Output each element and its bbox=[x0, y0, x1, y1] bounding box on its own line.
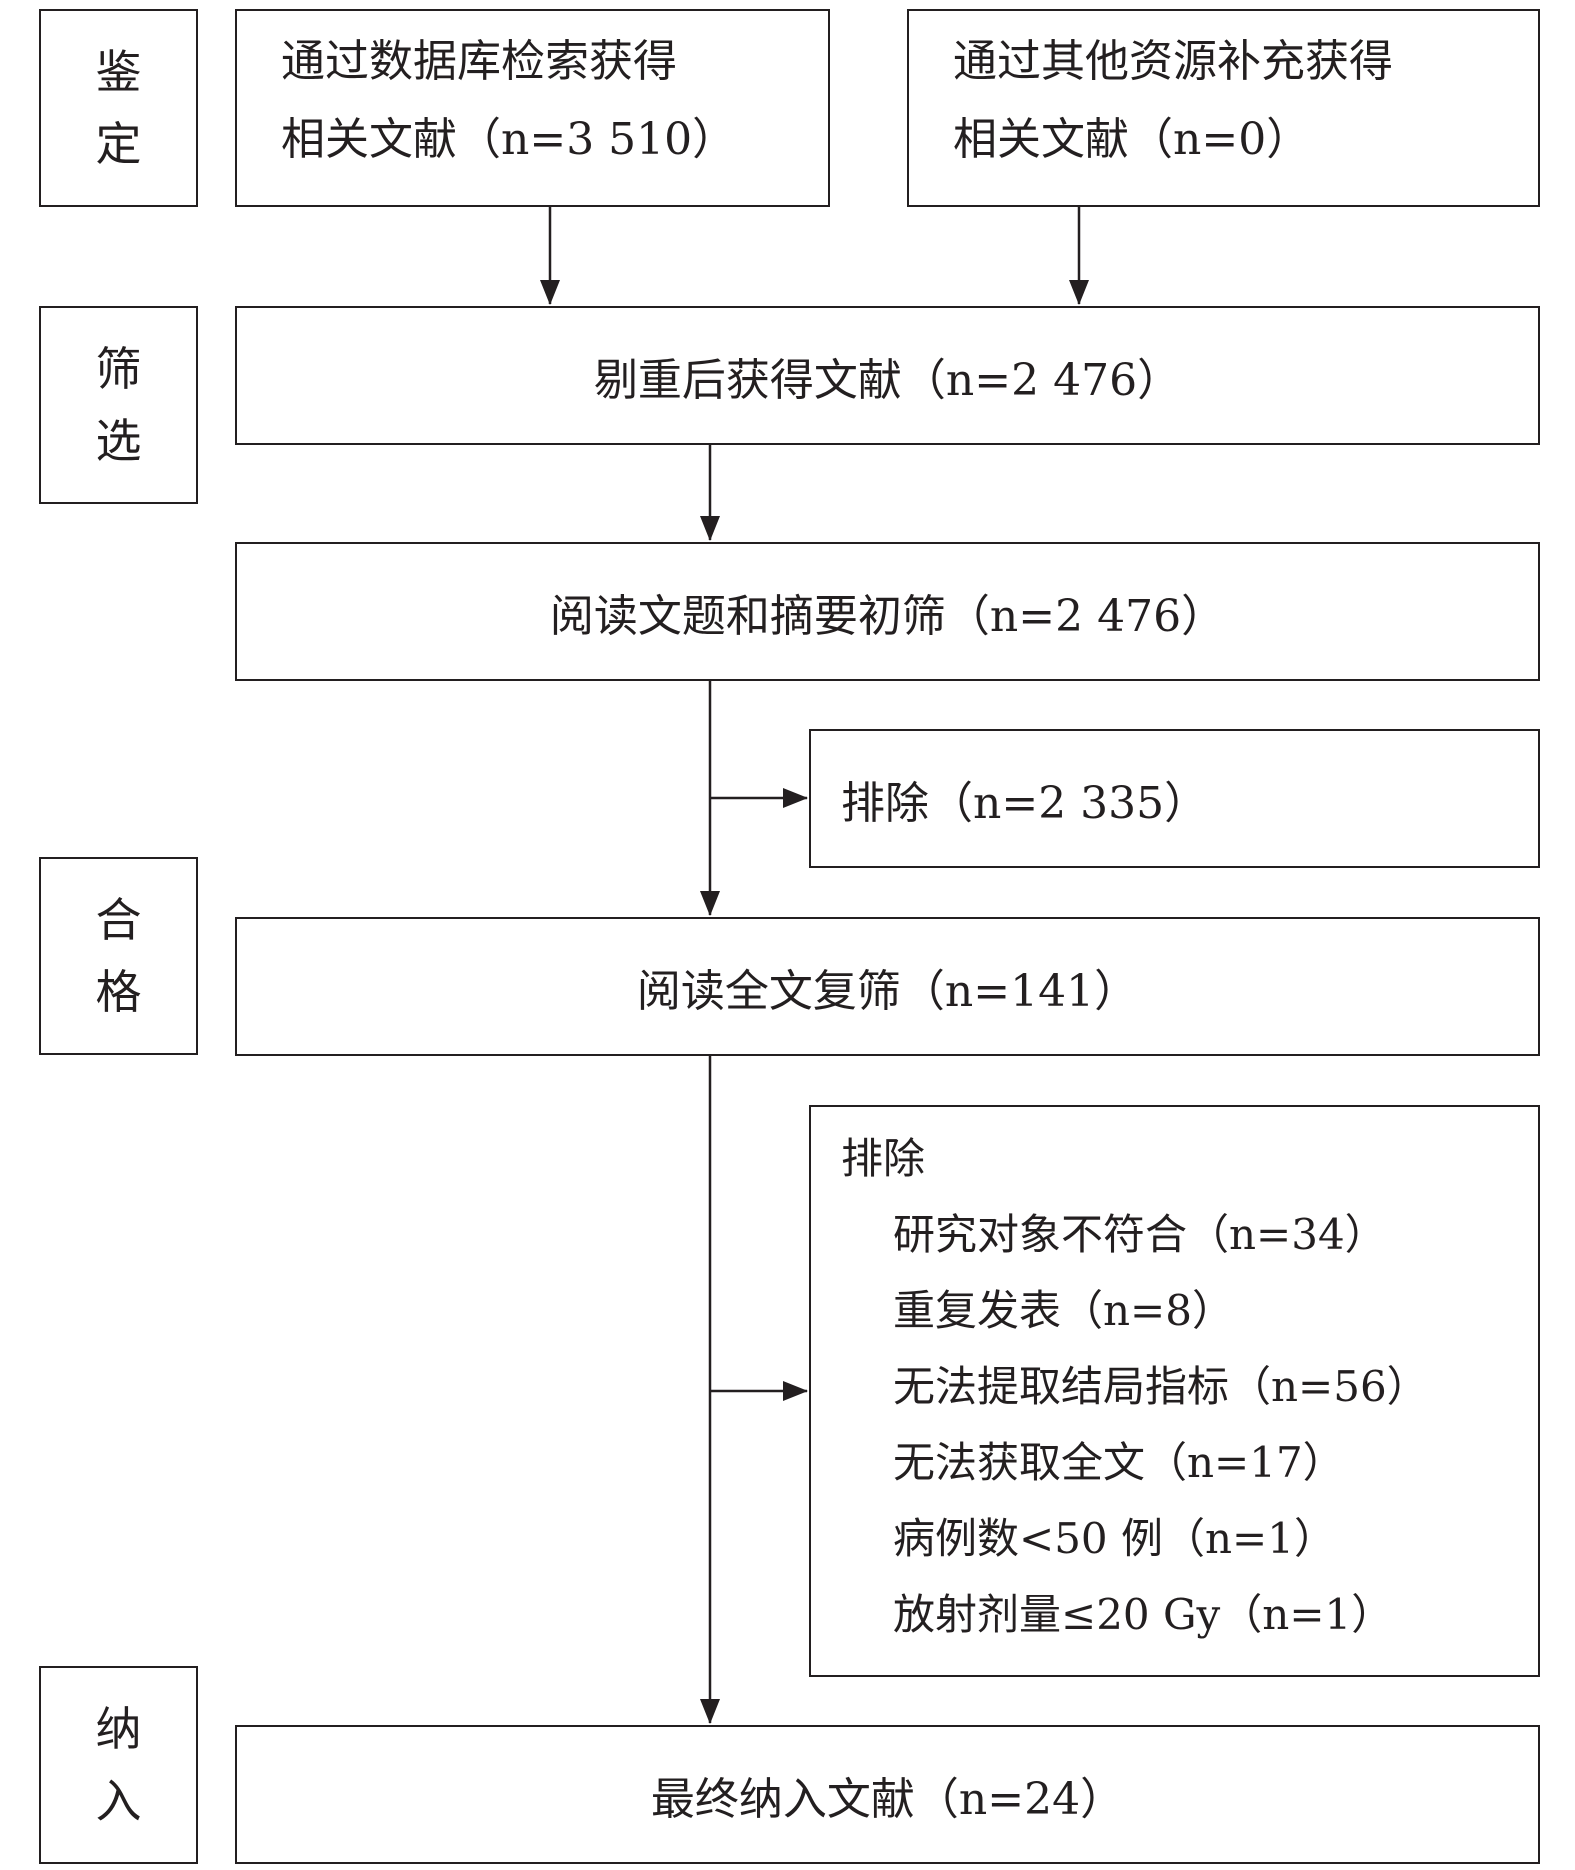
arrow-dedup-head bbox=[700, 516, 720, 541]
stage-screening: 筛 选 bbox=[39, 306, 198, 504]
database-records-line1: 通过数据库检索获得 bbox=[281, 36, 677, 87]
excluded-first-text: 排除（n=2 335） bbox=[841, 777, 1209, 829]
arrow-database-head bbox=[540, 280, 560, 305]
database-records-line2: 相关文献（n=3 510） bbox=[281, 114, 737, 165]
exclusion-reason: 无法获取全文（n=17） bbox=[893, 1438, 1345, 1487]
stage-label-char: 纳 bbox=[95, 1702, 142, 1756]
deduplicated-text: 剔重后获得文献（n=2 476） bbox=[593, 354, 1182, 406]
stage-included: 纳 入 bbox=[39, 1666, 198, 1864]
excluded-first-box: 排除（n=2 335） bbox=[809, 729, 1540, 868]
stage-label-char: 定 bbox=[95, 117, 142, 171]
full-text-screening-text: 阅读全文复筛（n=141） bbox=[636, 965, 1139, 1017]
exclusion-reason: 放射剂量≤20 Gy（n=1） bbox=[893, 1590, 1394, 1639]
stage-identification: 鉴 定 bbox=[39, 9, 198, 207]
deduplicated-box: 剔重后获得文献（n=2 476） bbox=[235, 306, 1540, 445]
title-abstract-screening-text: 阅读文题和摘要初筛（n=2 476） bbox=[549, 590, 1226, 642]
stage-label-char: 筛 bbox=[95, 342, 142, 396]
stage-label-char: 选 bbox=[95, 414, 142, 468]
exclusion-reason: 研究对象不符合（n=34） bbox=[893, 1210, 1387, 1259]
exclusion-reason: 重复发表（n=8） bbox=[893, 1286, 1234, 1335]
stage-label-char: 合 bbox=[95, 893, 142, 947]
database-records-box: 通过数据库检索获得 相关文献（n=3 510） bbox=[235, 9, 830, 207]
stage-label-char: 入 bbox=[95, 1774, 142, 1828]
other-sources-box: 通过其他资源补充获得 相关文献（n=0） bbox=[907, 9, 1540, 207]
excluded-second-box: 排除 研究对象不符合（n=34） 重复发表（n=8） 无法提取结局指标（n=56… bbox=[809, 1105, 1540, 1677]
excluded-second-heading: 排除 bbox=[841, 1134, 926, 1183]
stage-label-char: 格 bbox=[95, 965, 142, 1019]
final-included-text: 最终纳入文献（n=24） bbox=[650, 1773, 1125, 1825]
exclusion-reason: 无法提取结局指标（n=56） bbox=[893, 1362, 1429, 1411]
title-abstract-screening-box: 阅读文题和摘要初筛（n=2 476） bbox=[235, 542, 1540, 681]
arrow-excluded-first-head bbox=[783, 788, 808, 808]
arrow-other-head bbox=[1069, 280, 1089, 305]
arrow-title-head bbox=[700, 891, 720, 916]
other-sources-line2: 相关文献（n=0） bbox=[953, 114, 1311, 165]
other-sources-line1: 通过其他资源补充获得 bbox=[953, 36, 1393, 87]
exclusion-reason: 病例数<50 例（n=1） bbox=[893, 1514, 1336, 1563]
stage-eligibility: 合 格 bbox=[39, 857, 198, 1055]
final-included-box: 最终纳入文献（n=24） bbox=[235, 1725, 1540, 1864]
full-text-screening-box: 阅读全文复筛（n=141） bbox=[235, 917, 1540, 1056]
arrow-fulltext-head bbox=[700, 1699, 720, 1724]
stage-label-char: 鉴 bbox=[95, 45, 142, 99]
arrow-excluded-second-head bbox=[783, 1381, 808, 1401]
